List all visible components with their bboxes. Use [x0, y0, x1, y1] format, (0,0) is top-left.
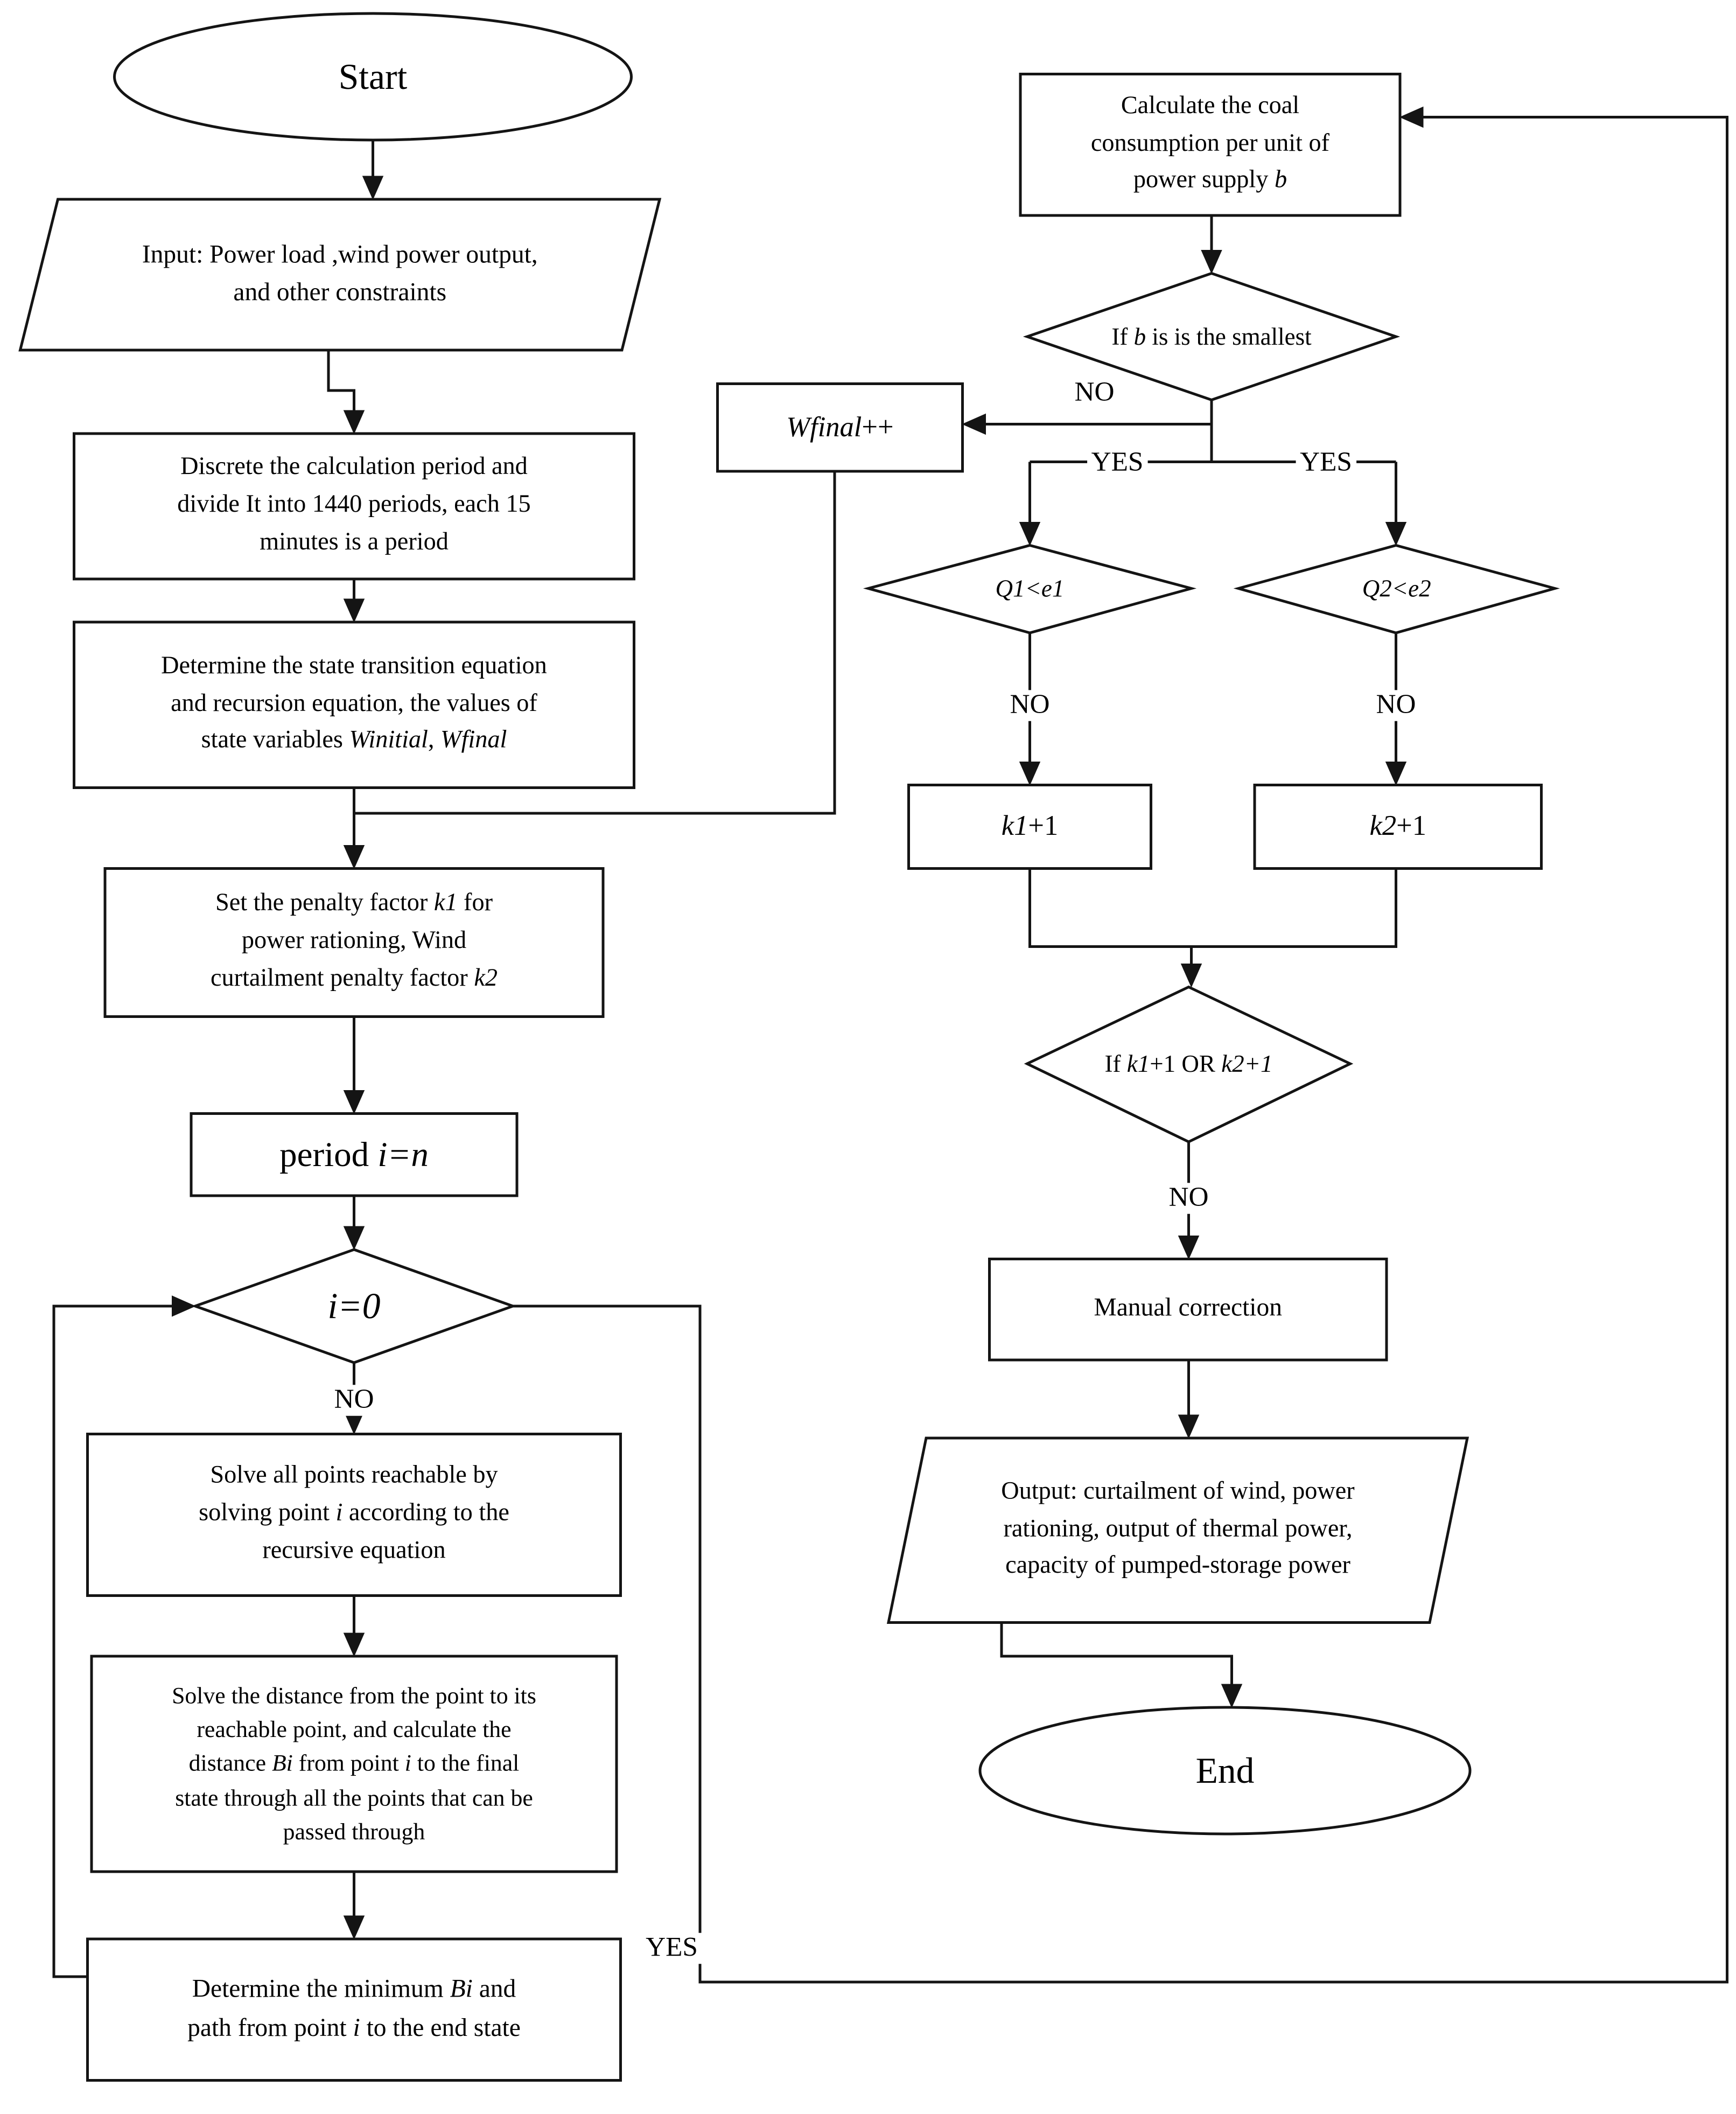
output-parallelogram-label: Output: curtailment of wind, power ratio…: [1001, 1478, 1355, 1580]
calc-coal-process-shape: [1019, 73, 1402, 217]
no-label-q2: NO: [1371, 690, 1420, 721]
yes-label-left: YES: [1087, 448, 1147, 479]
wfinal-process-label: Wfinal++: [786, 410, 894, 443]
end-terminator-label: End: [1195, 1750, 1255, 1791]
k1-process-shape: [907, 784, 1152, 870]
solve-distance-process-shape: [90, 1655, 618, 1873]
start-terminator-shape: [113, 12, 633, 142]
no-label-if-b: NO: [1070, 378, 1119, 409]
connector-izero-yes-calccoal: [513, 106, 1728, 1984]
no-label-if-k: NO: [1164, 1183, 1213, 1214]
i-zero-decision-label: i=0: [327, 1285, 381, 1326]
set-penalty-process-label: Set the penalty factor k1 for power rati…: [211, 890, 498, 993]
yes-label-right: YES: [1296, 448, 1356, 479]
discrete-process-shape: [73, 432, 635, 581]
k1-process-label: k1+1: [1001, 810, 1059, 842]
solve-points-process-shape: [86, 1433, 622, 1597]
determine-state-process-label: Determine the state transition equation …: [161, 653, 547, 755]
k2-process-shape: [1253, 784, 1543, 870]
connector-wfinal-return: [355, 471, 836, 815]
calc-coal-process-label: Calculate the coal consumption per unit …: [1090, 93, 1330, 194]
q2-decision-label: Q2<e2: [1362, 575, 1431, 602]
connector-output-end: [1000, 1622, 1243, 1708]
no-label-q1: NO: [1005, 690, 1054, 721]
k2-process-label: k2+1: [1369, 810, 1426, 842]
if-b-decision-label: If b is is the smallest: [1111, 322, 1312, 350]
connector-input-discrete: [327, 350, 365, 435]
q1-decision-label: Q1<e1: [995, 575, 1065, 602]
solve-points-process-label: Solve all points reachable by solving po…: [199, 1462, 509, 1565]
solve-distance-process-label: Solve the distance from the point to its…: [172, 1681, 536, 1845]
determine-min-process-label: Determine the minimum Bi and path from p…: [187, 1975, 521, 2042]
connector-loop-determinemin-izero: [52, 1295, 196, 1978]
set-penalty-process-shape: [103, 867, 605, 1018]
connector-k2-merge: [1191, 868, 1397, 948]
input-parallelogram-shape: [18, 198, 662, 352]
start-terminator-label: Start: [338, 56, 408, 97]
connector-k1-merge: [1028, 868, 1192, 948]
if-k-decision-label: If k1+1 OR k2+1: [1104, 1050, 1273, 1077]
period-process-label: period i=n: [279, 1135, 429, 1175]
no-label-i-zero: NO: [330, 1385, 379, 1416]
manual-correction-label: Manual correction: [1094, 1294, 1283, 1323]
determine-min-process-shape: [86, 1937, 622, 2082]
discrete-process-label: Discrete the calculation period and divi…: [177, 454, 531, 556]
output-parallelogram-shape: [886, 1436, 1469, 1624]
manual-correction-shape: [988, 1258, 1388, 1362]
wfinal-process-shape: [716, 382, 964, 473]
input-parallelogram-label: Input: Power load ,wind power output, an…: [142, 240, 538, 307]
yes-label-bottom: YES: [641, 1932, 702, 1964]
